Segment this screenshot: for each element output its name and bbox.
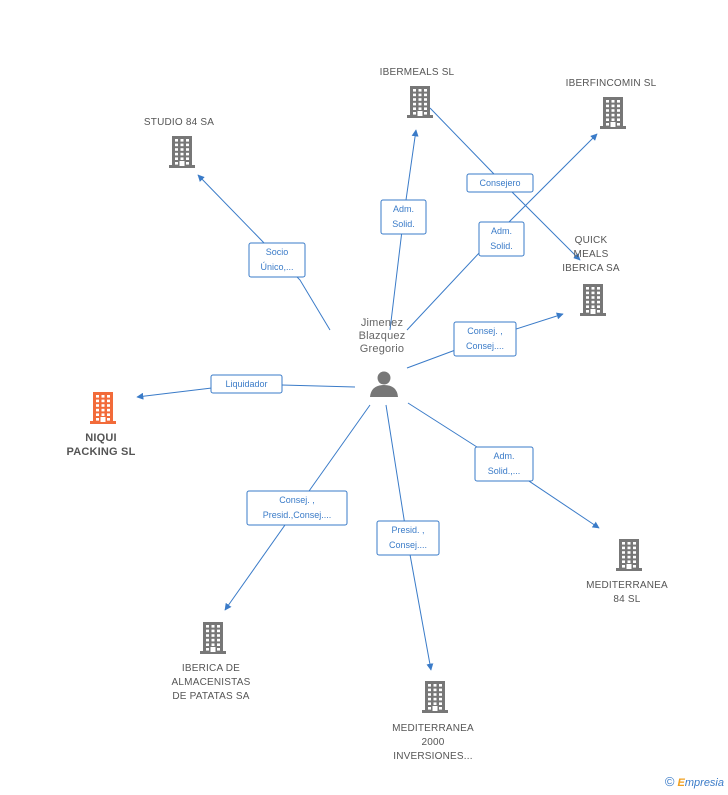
copyright-symbol: © bbox=[664, 774, 675, 789]
building-icon bbox=[580, 284, 606, 316]
edge-label-box[interactable] bbox=[248, 242, 306, 278]
edge-label-niqui[interactable]: Liquidador bbox=[210, 374, 283, 394]
company-name-line: MEDITERRANEA bbox=[586, 580, 668, 591]
company-name-line: IBERFINCOMIN SL bbox=[566, 78, 657, 89]
edge-label-quickmeals[interactable]: Consejero bbox=[466, 173, 534, 193]
company-node-ibericaalmac[interactable]: IBERICA DE ALMACENISTAS DE PATATAS SA bbox=[172, 622, 251, 702]
company-name-line: IBERICA SA bbox=[562, 263, 620, 274]
building-icon bbox=[600, 97, 626, 129]
company-name-line: QUICK bbox=[575, 235, 608, 246]
company-name-line: MEDITERRANEA bbox=[392, 723, 474, 734]
company-name-line: 84 SL bbox=[613, 594, 640, 605]
edge-label-box[interactable] bbox=[380, 199, 427, 235]
edge-label-text: Consej. , bbox=[467, 326, 503, 336]
building-icon bbox=[90, 392, 116, 424]
edge-label-text: Presid.,Consej.... bbox=[263, 510, 332, 520]
edge-label-text: Consej. , bbox=[279, 495, 315, 505]
building-icon bbox=[169, 136, 195, 168]
edge-label-box[interactable] bbox=[478, 221, 525, 257]
edge-label-text: Solid.,... bbox=[488, 466, 521, 476]
edge-label-text: Consejero bbox=[479, 178, 520, 188]
footer-brand[interactable]: © Empresia bbox=[665, 774, 724, 789]
edge-label-text: Adm. bbox=[393, 204, 414, 214]
company-name-line: NIQUI bbox=[85, 432, 117, 444]
edge-label-box[interactable] bbox=[453, 321, 517, 357]
edge-label-ibericaalmac[interactable]: Consej. , Presid.,Consej.... bbox=[246, 490, 348, 526]
edge-label-studio84[interactable]: SocioÚnico,... bbox=[248, 242, 306, 278]
edge-label-ibermeals[interactable]: Adm. Solid. bbox=[380, 199, 427, 235]
brand-logo-text: mpresia bbox=[684, 777, 724, 789]
company-name-line: PACKING SL bbox=[66, 446, 135, 458]
company-name-line: 2000 bbox=[421, 737, 444, 748]
edge-label-mediterranea84[interactable]: Adm. Solid.,... bbox=[474, 446, 534, 482]
building-icon bbox=[422, 681, 448, 713]
company-name-line: DE PATATAS SA bbox=[172, 691, 249, 702]
edge-label-quickmeals[interactable]: Consej. , Consej.... bbox=[453, 321, 517, 357]
edge-label-text: Único,... bbox=[260, 262, 293, 272]
edge-label-iberfincomin[interactable]: Adm. Solid. bbox=[478, 221, 525, 257]
company-name-line: IBERICA DE bbox=[182, 663, 240, 674]
company-node-mediterranea84[interactable]: MEDITERRANEA 84 SL bbox=[586, 539, 668, 605]
company-node-quickmeals[interactable]: QUICK MEALS IBERICA SA bbox=[562, 235, 620, 316]
company-node-iberfincomin[interactable]: IBERFINCOMIN SL bbox=[566, 78, 657, 129]
person-icon bbox=[370, 371, 398, 397]
edge-label-text: Adm. bbox=[491, 226, 512, 236]
edge-label-text: Solid. bbox=[392, 219, 415, 229]
edge-label-mediterranea2000[interactable]: Presid. , Consej.... bbox=[376, 520, 440, 556]
company-node-studio84[interactable]: STUDIO 84 SA bbox=[144, 117, 214, 168]
building-icon bbox=[616, 539, 642, 571]
edge-label-text: Adm. bbox=[493, 451, 514, 461]
edge-label-text: Liquidador bbox=[225, 379, 267, 389]
building-icon bbox=[200, 622, 226, 654]
edge-label-text: Solid. bbox=[490, 241, 513, 251]
person-name-line: Gregorio bbox=[360, 343, 404, 355]
edge-label-box[interactable] bbox=[246, 490, 348, 526]
edge-label-box[interactable] bbox=[466, 173, 534, 193]
edge-label-text: Consej.... bbox=[466, 341, 504, 351]
edge-label-text: Presid. , bbox=[391, 525, 424, 535]
brand-logo-initial: E bbox=[677, 777, 685, 789]
company-node-niqui[interactable]: NIQUI PACKING SL bbox=[66, 392, 135, 458]
edge-to-studio84 bbox=[197, 174, 331, 331]
company-node-mediterranea2000[interactable]: MEDITERRANEA 2000INVERSIONES... bbox=[392, 681, 474, 762]
edge-label-box[interactable] bbox=[474, 446, 534, 482]
edge-to-quickmeals bbox=[429, 107, 581, 261]
company-name-line: MEALS bbox=[574, 249, 609, 260]
edge-label-text: Socio bbox=[266, 247, 289, 257]
company-name-line: INVERSIONES... bbox=[393, 751, 473, 762]
edge-label-text: Consej.... bbox=[389, 540, 427, 550]
building-icon bbox=[407, 86, 433, 118]
company-name-line: IBERMEALS SL bbox=[380, 67, 455, 78]
company-node-ibermeals[interactable]: IBERMEALS SL bbox=[380, 67, 455, 118]
company-name-line: STUDIO 84 SA bbox=[144, 117, 214, 128]
company-name-line: ALMACENISTAS bbox=[172, 677, 251, 688]
person-name-line: Blazquez bbox=[359, 330, 406, 342]
edge-label-box[interactable] bbox=[376, 520, 440, 556]
edge-label-box[interactable] bbox=[210, 374, 283, 394]
person-name-line: Jimenez bbox=[361, 317, 403, 329]
